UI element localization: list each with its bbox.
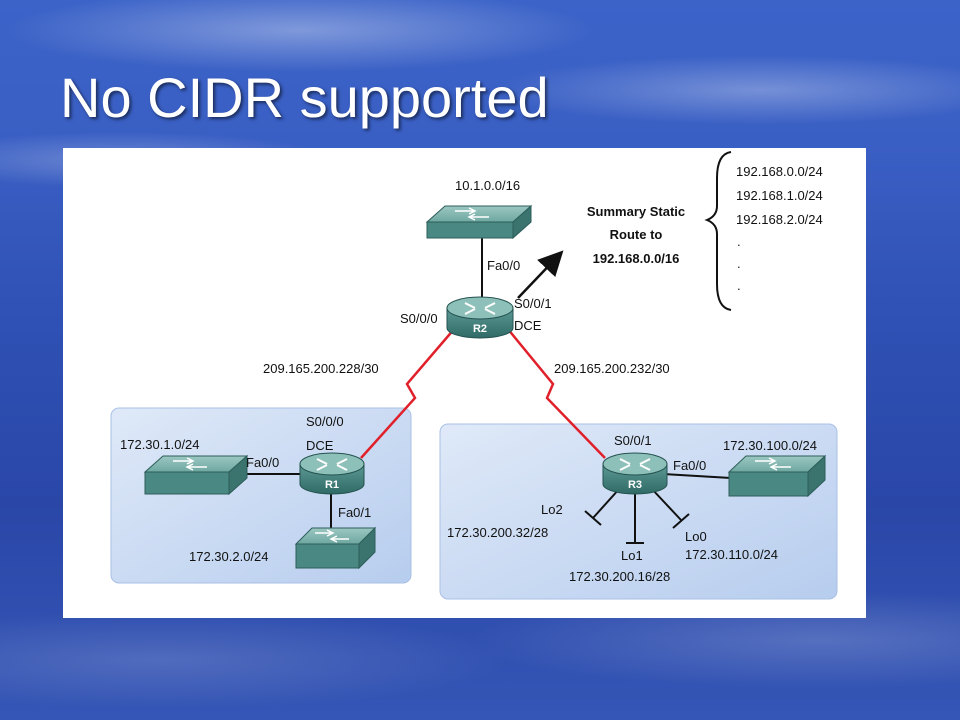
router-r1-name: R1	[325, 479, 339, 491]
r3-lo2-network: 172.30.200.32/28	[447, 525, 548, 540]
r3-lo1-label: Lo1	[621, 548, 643, 563]
summarized-network: 192.168.2.0/24	[736, 212, 823, 227]
lo0-cap	[672, 513, 690, 529]
switch-r1-lan2-icon	[294, 526, 377, 570]
wan-r1-r2-network: 209.165.200.228/30	[263, 361, 379, 376]
r2-s0-0-0-label: S0/0/0	[400, 311, 438, 326]
summary-line-3: 192.168.0.0/16	[593, 251, 680, 266]
slide-title: No CIDR supported	[60, 66, 549, 129]
r1-dce-label: DCE	[306, 438, 334, 453]
lo2-cap	[584, 510, 602, 526]
r1-fa0-0-label: Fa0/0	[246, 455, 279, 470]
router-r3-icon	[602, 452, 668, 495]
topology-canvas: R2 R1 R3 10.1.0.0/16 Fa0/0 S0/0/0 S0/0/1…	[110, 151, 838, 600]
r3-lo2-label: Lo2	[541, 502, 563, 517]
r2-dce-label: DCE	[514, 318, 542, 333]
r3-lo0-network: 172.30.110.0/24	[685, 547, 778, 562]
summary-brace	[704, 151, 732, 311]
summarized-network: 192.168.1.0/24	[736, 188, 823, 203]
lo2-link	[592, 487, 621, 519]
r3-lo0-label: Lo0	[685, 529, 707, 544]
summarized-ellipsis: .	[737, 278, 741, 293]
r1-lan2-network: 172.30.2.0/24	[189, 549, 269, 564]
r3-s0-0-1-label: S0/0/1	[614, 433, 652, 448]
summarized-ellipsis: .	[737, 256, 741, 271]
router-r2-icon	[446, 296, 514, 339]
router-r3-name: R3	[628, 479, 642, 491]
switch-r3-lan-icon	[727, 454, 827, 498]
switch-r1-lan1-icon	[143, 454, 249, 496]
r3-lan-network: 172.30.100.0/24	[723, 438, 817, 453]
network-diagram: R2 R1 R3 10.1.0.0/16 Fa0/0 S0/0/0 S0/0/1…	[63, 148, 866, 618]
r3-lo1-network: 172.30.200.16/28	[569, 569, 670, 584]
r3-lan-link	[662, 473, 732, 479]
summarized-network: 192.168.0.0/24	[736, 164, 823, 179]
summarized-ellipsis: .	[737, 234, 741, 249]
r1-fa0-1-label: Fa0/1	[338, 505, 371, 520]
wan-r2-r3-network: 209.165.200.232/30	[554, 361, 670, 376]
r1-s0-0-0-label: S0/0/0	[306, 414, 344, 429]
r3-fa0-0-label: Fa0/0	[673, 458, 706, 473]
router-r2-name: R2	[473, 323, 487, 335]
r2-lan-network: 10.1.0.0/16	[455, 178, 520, 193]
r2-fa0-0-label: Fa0/0	[487, 258, 520, 273]
summary-line-2: Route to	[610, 227, 663, 242]
switch-r2-lan-icon	[425, 204, 533, 240]
r2-s0-0-1-label: S0/0/1	[514, 296, 552, 311]
r1-lan1-network: 172.30.1.0/24	[120, 437, 200, 452]
wan-link-r1-r2	[360, 327, 456, 459]
wan-link-r2-r3	[506, 327, 606, 459]
summary-route-arrow	[517, 250, 564, 299]
lo0-link	[650, 487, 682, 521]
router-r1-icon	[299, 452, 365, 495]
summary-line-1: Summary Static	[587, 204, 685, 219]
